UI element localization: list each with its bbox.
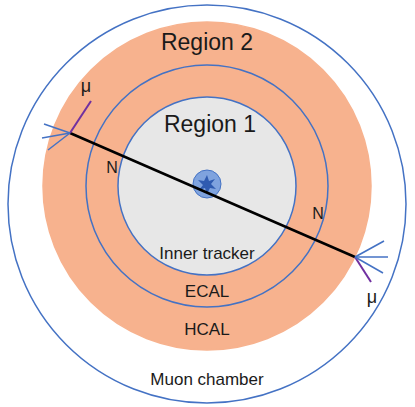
- muon-label: μ: [367, 287, 377, 308]
- text-holder: μ: [81, 76, 91, 97]
- muon-track: [70, 101, 371, 282]
- text-holder: Muon chamber: [150, 370, 263, 390]
- text-holder: N: [106, 159, 118, 177]
- detector-label: HCAL: [184, 320, 229, 340]
- detector-label: ECAL: [185, 282, 229, 302]
- text-holder: N: [312, 205, 324, 223]
- muon-chamber-circle: Region 1 Inner trackerECAL Region 2 HCAL Muo…: [7, 4, 407, 404]
- particle-track: [70, 133, 355, 257]
- shower-lines: [42, 124, 388, 273]
- particle-label: N: [106, 159, 118, 177]
- detector-label: Muon chamber: [150, 370, 263, 390]
- text-holder: HCAL: [184, 320, 229, 340]
- detector-label: Inner tracker: [159, 244, 254, 264]
- text-holder: Region 1: [164, 111, 256, 137]
- text-holder: μ: [367, 287, 377, 308]
- particle-label: N: [312, 205, 324, 223]
- text-holder: Region 2: [161, 29, 253, 55]
- text-holder: Inner tracker: [159, 244, 254, 264]
- region-label: Region 1: [164, 111, 256, 137]
- region-label: Region 2: [161, 29, 253, 55]
- text-holder: ECAL: [185, 282, 229, 302]
- muon-label: μ: [81, 76, 91, 97]
